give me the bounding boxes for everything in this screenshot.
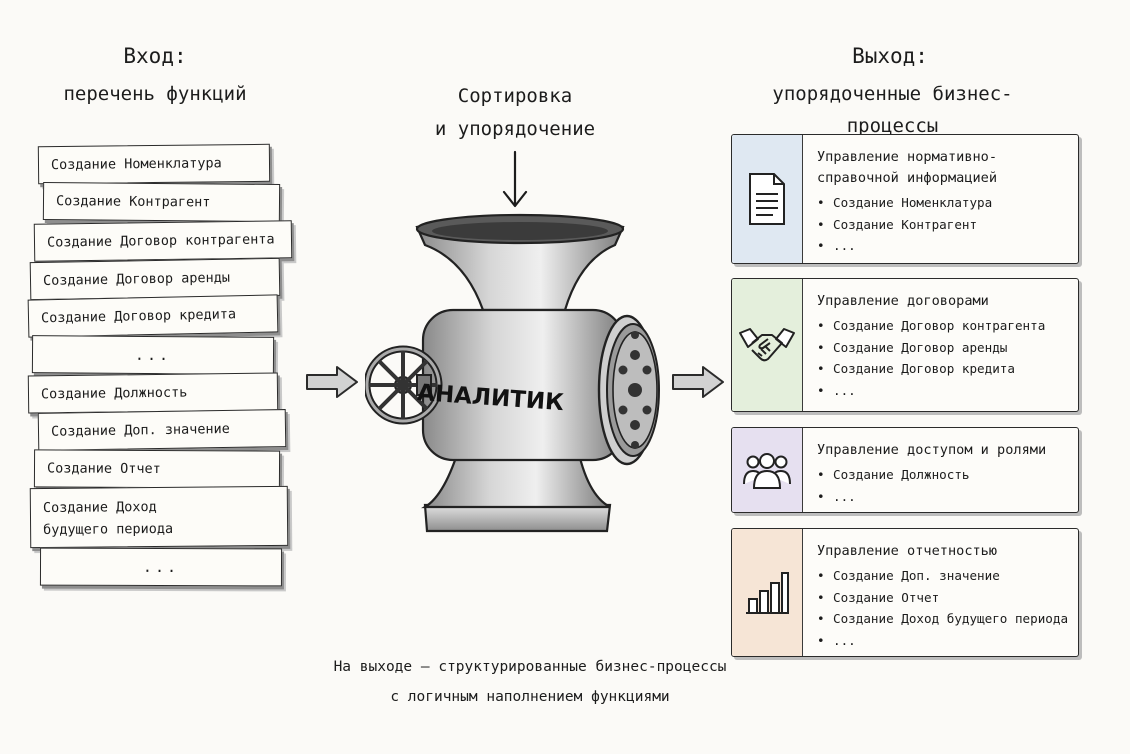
list-item: ... [31,335,275,375]
input-subtitle: перечень функций [63,83,247,105]
group-item: Создание Доп. значение [817,565,1068,587]
list-item: ... [39,547,283,587]
group-title: Управление отчетностью [817,543,998,559]
list-item: Создание Договор кредита [27,294,279,338]
group-item: Создание Должность [817,464,1046,486]
group-access: Управление доступом и ролями Создание До… [731,427,1079,513]
group-item: ... [817,630,1068,652]
footer-line-1: На выходе – структурированные бизнес-про… [333,659,727,675]
footer-caption: На выходе – структурированные бизнес-про… [280,652,780,712]
group-icon-cell [732,135,803,263]
list-item: Создание Номенклатура [37,143,271,185]
output-title: Выход: [852,44,928,68]
document-icon [749,173,785,225]
grinder-illustration: АНАЛИТИК [365,213,660,533]
list-item: Создание Должность [27,372,279,414]
people-icon [743,453,791,489]
group-contracts: Управление договорами Создание Договор к… [731,278,1079,412]
arrow-right-icon [306,366,358,398]
group-title: Управление доступом и ролями [817,442,1047,458]
group-item: ... [817,235,997,257]
group-item: Создание Доход будущего периода [817,608,1068,630]
list-item: Создание Договор аренды [29,257,281,301]
arrow-down-icon [502,150,528,208]
handshake-icon [739,328,795,362]
arrow-right-icon [672,366,724,398]
process-caption-2: и упорядочение [434,118,596,140]
process-caption-1: Сортировка [457,85,573,107]
group-nsi: Управление нормативно- справочной информ… [731,134,1079,264]
list-item: Создание Доход будущего периода [29,485,289,549]
group-item: Создание Номенклатура [817,192,997,214]
list-item: Создание Контрагент [42,181,281,223]
footer-line-2: с логичным наполнением функциями [390,689,670,705]
group-title: Управление договорами [817,293,989,309]
list-item: Создание Договор контрагента [33,220,293,262]
list-item: Создание Отчет [33,449,281,489]
input-title: Вход: [123,44,187,68]
group-icon-cell [732,529,803,656]
group-icon-cell [732,279,803,411]
group-item: ... [817,486,1046,508]
group-item: Создание Договор кредита [817,358,1045,380]
function-list: Создание Номенклатура Создание Контраген… [22,140,312,600]
list-item: Создание Доп. значение [37,409,287,451]
group-reporting: Управление отчетностью Создание Доп. зна… [731,528,1079,657]
bar-chart-icon [746,571,789,614]
group-item: Создание Контрагент [817,214,997,236]
group-icon-cell [732,428,803,512]
output-subtitle: упорядоченные бизнес-процессы [772,83,1013,137]
group-item: Создание Договор контрагента [817,315,1045,337]
group-title: Управление нормативно- справочной информ… [817,149,998,186]
group-item: Создание Договор аренды [817,337,1045,359]
group-item: ... [817,380,1045,402]
group-item: Создание Отчет [817,587,1068,609]
